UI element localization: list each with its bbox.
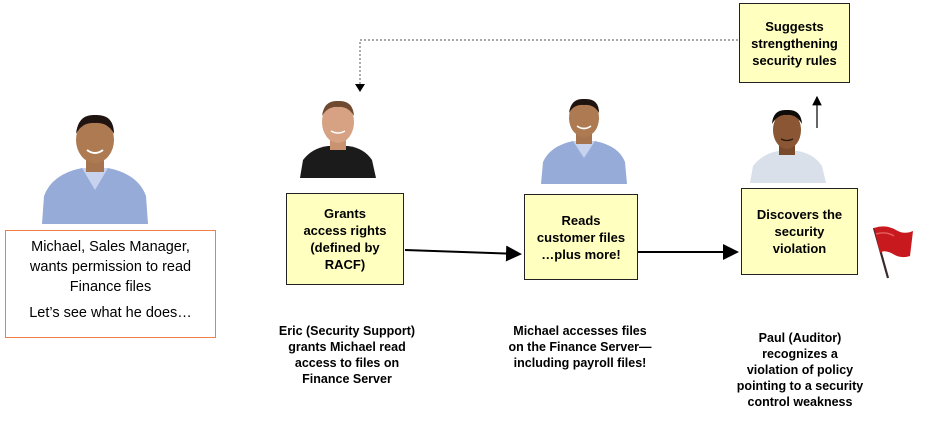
paul-caption-line-1: Paul (Auditor) <box>758 331 842 345</box>
suggests-line-3: security rules <box>752 52 837 68</box>
michael-caption-line-2: on the Finance Server— <box>508 340 652 354</box>
eric-caption-line-1: Eric (Security Support) <box>278 324 416 338</box>
discovers-violation-box: Discovers the security violation <box>741 188 858 275</box>
dotted-feedback-arrowhead <box>355 84 365 92</box>
paul-caption-line-5: control weakness <box>747 395 853 409</box>
intro-box: Michael, Sales Manager, wants permission… <box>5 230 216 338</box>
paul-photo <box>750 109 826 183</box>
discovers-line-3: violation <box>772 241 827 256</box>
discovers-line-1: Discovers the <box>756 207 843 222</box>
paul-caption-line-4: pointing to a security <box>736 379 864 393</box>
michael-caption-line-3: including payroll files! <box>513 356 647 370</box>
paul-caption: Paul (Auditor) recognizes a violation of… <box>720 330 880 410</box>
grants-line-1: Grants <box>324 206 366 221</box>
michael-photo <box>541 98 627 184</box>
paul-caption-line-2: recognizes a <box>762 347 838 361</box>
eric-caption: Eric (Security Support) grants Michael r… <box>272 323 422 387</box>
intro-line-1: Michael, Sales Manager, <box>31 239 190 255</box>
grants-line-3: (defined by <box>310 240 380 255</box>
discovers-line-2: security <box>774 224 825 239</box>
grants-line-4: RACF) <box>324 257 366 272</box>
suggests-rules-box: Suggests strengthening security rules <box>739 3 850 83</box>
michael-caption-line-1: Michael accesses files <box>513 324 647 338</box>
grants-access-box: Grants access rights (defined by RACF) <box>286 193 404 285</box>
reads-files-box: Reads customer files …plus more! <box>524 194 638 280</box>
eric-caption-line-2: grants Michael read <box>288 340 406 354</box>
michael-caption: Michael accesses files on the Finance Se… <box>498 323 662 371</box>
suggests-line-2: strengthening <box>751 35 838 51</box>
michael-photo <box>42 114 148 224</box>
grants-line-2: access rights <box>303 223 387 238</box>
eric-caption-line-4: Finance Server <box>302 372 392 386</box>
reads-line-3: …plus more! <box>541 246 621 262</box>
eric-photo <box>300 100 376 178</box>
intro-line-2: wants permission to read <box>29 259 192 275</box>
intro-line-4: Let’s see what he does… <box>29 305 192 321</box>
paul-caption-line-3: violation of policy <box>746 363 854 377</box>
reads-line-1: Reads <box>561 212 601 228</box>
arrow-grants-to-reads <box>404 245 522 262</box>
intro-line-3: Finance files <box>69 279 152 295</box>
dotted-feedback-line <box>359 39 738 88</box>
suggests-line-1: Suggests <box>765 18 824 34</box>
red-flag-icon <box>872 226 913 279</box>
eric-caption-line-3: access to files on <box>294 356 400 370</box>
reads-line-2: customer files <box>536 229 626 245</box>
